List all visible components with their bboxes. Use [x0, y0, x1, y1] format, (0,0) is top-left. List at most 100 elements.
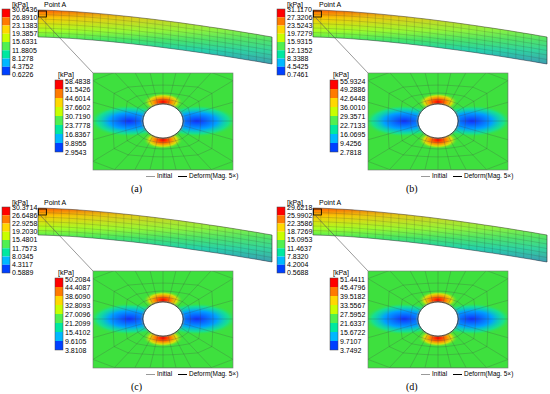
colorbar-value: 42.6448: [340, 95, 365, 102]
legend-text: Deform(Mag. 5×): [189, 371, 238, 378]
beam-contour: [38, 10, 272, 64]
colorbar-band: [330, 125, 338, 134]
colorbar-band: [2, 34, 10, 42]
inset-contour: [93, 73, 233, 170]
inset-frame: [368, 73, 508, 170]
colorbar-value: 30.6436: [12, 6, 37, 13]
hole-initial: [142, 301, 184, 336]
colorbar-band: [330, 143, 338, 152]
colorbar-band: [277, 17, 285, 25]
legend-text: Deform(Mag. 5×): [189, 173, 238, 180]
colorbar-band: [2, 224, 10, 232]
colorbar-value: 7.8320: [287, 253, 308, 260]
panel-label: (c): [131, 382, 142, 392]
inset-mesh: [411, 297, 466, 340]
legend-entry: Deform(Mag. 5×): [178, 371, 238, 378]
inset-contour: [368, 271, 508, 368]
point-a-box: [314, 209, 322, 215]
unit-label: [kPa]: [333, 71, 349, 78]
inset-mesh: [368, 271, 508, 368]
colorbar-value: 37.6602: [65, 104, 90, 111]
colorbar-value: 19.7279: [287, 30, 312, 37]
beam-outline: [313, 10, 547, 64]
panel-label: (b): [406, 184, 418, 194]
colorbar-band: [330, 98, 338, 107]
colorbar-value: 21.2099: [65, 320, 90, 327]
beam-mesh: [313, 231, 547, 258]
colorbar-value: 58.4838: [65, 78, 90, 85]
legend-entry: Initial: [421, 173, 447, 180]
colorbar-value: 50.2084: [65, 276, 90, 283]
colorbar-band: [55, 296, 63, 305]
beam-mesh: [313, 226, 547, 253]
inset-mesh: [126, 291, 201, 347]
colorbar-band: [277, 265, 285, 273]
beam-shade: [313, 10, 547, 64]
colorbar-value: 27.3206: [287, 14, 312, 21]
line-sample: [453, 176, 462, 177]
colorbar-band: [2, 265, 10, 273]
colorbar-value: 4.3117: [12, 261, 33, 268]
colorbar-band: [55, 98, 63, 107]
colorbar-band: [2, 26, 10, 34]
colorbar-value: 27.0096: [65, 311, 90, 318]
hole-deformed: [143, 104, 183, 138]
colorbar-band: [2, 248, 10, 256]
colorbar-band: [330, 116, 338, 125]
colorbar-band: [330, 134, 338, 143]
colorbar-band: [277, 67, 285, 75]
colorbar-frame: [2, 9, 10, 75]
colorbar-value: 15.6331: [12, 38, 37, 45]
leader-line: [315, 215, 368, 271]
colorbar-value: 29.3571: [340, 113, 365, 120]
line-sample: [453, 374, 462, 375]
colorbar-value: 29.6218: [287, 204, 312, 211]
colorbar-value: 23.7778: [65, 122, 90, 129]
colorbar-value: 19.3857: [12, 30, 37, 37]
colorbar-value: 25.9902: [287, 212, 312, 219]
line-sample: [178, 176, 187, 177]
colorbar-frame: [55, 278, 63, 350]
legend-entry: Initial: [421, 371, 447, 378]
colorbar-value: 55.9324: [340, 78, 365, 85]
colorbar-value: 45.4796: [340, 284, 365, 291]
colorbar-value: 31.1170: [287, 6, 312, 13]
beam-contour: [313, 208, 547, 262]
colorbar-band: [2, 50, 10, 58]
colorbar-band: [55, 143, 63, 152]
unit-label: [kPa]: [58, 71, 74, 78]
inset-mesh: [411, 99, 466, 142]
inset-mesh: [401, 291, 476, 347]
colorbar-value: 4.3752: [12, 63, 33, 70]
colorbar-value: 16.8367: [65, 131, 90, 138]
beam-outline: [38, 208, 272, 262]
colorbar-band: [277, 26, 285, 34]
colorbar-band: [330, 305, 338, 314]
colorbar-value: 26.8910: [12, 14, 37, 21]
hole-deformed: [418, 302, 458, 336]
colorbar-band: [277, 232, 285, 240]
beam-mesh: [313, 33, 547, 60]
colorbar-value: 4.5425: [287, 63, 308, 70]
contour-plot: [0, 198, 275, 394]
point-label: Point A: [319, 199, 341, 206]
colorbar-band: [2, 42, 10, 50]
colorbar-band: [2, 67, 10, 75]
inset-frame: [368, 271, 508, 368]
colorbar-frame: [277, 207, 285, 273]
colorbar-band: [55, 305, 63, 314]
legend-text: Initial: [432, 173, 447, 180]
colorbar-band: [2, 240, 10, 248]
colorbar-band: [277, 257, 285, 265]
beam-mesh: [38, 33, 272, 60]
colorbar-band: [330, 278, 338, 287]
leader-line: [40, 215, 93, 271]
beam-outline: [313, 208, 547, 262]
inset-mesh: [143, 302, 183, 336]
colorbar-band: [277, 34, 285, 42]
colorbar-value: 30.3714: [12, 204, 37, 211]
inset-mesh: [418, 104, 458, 138]
colorbar-value: 51.5426: [65, 86, 90, 93]
colorbar-band: [330, 314, 338, 323]
colorbar-band: [277, 59, 285, 67]
